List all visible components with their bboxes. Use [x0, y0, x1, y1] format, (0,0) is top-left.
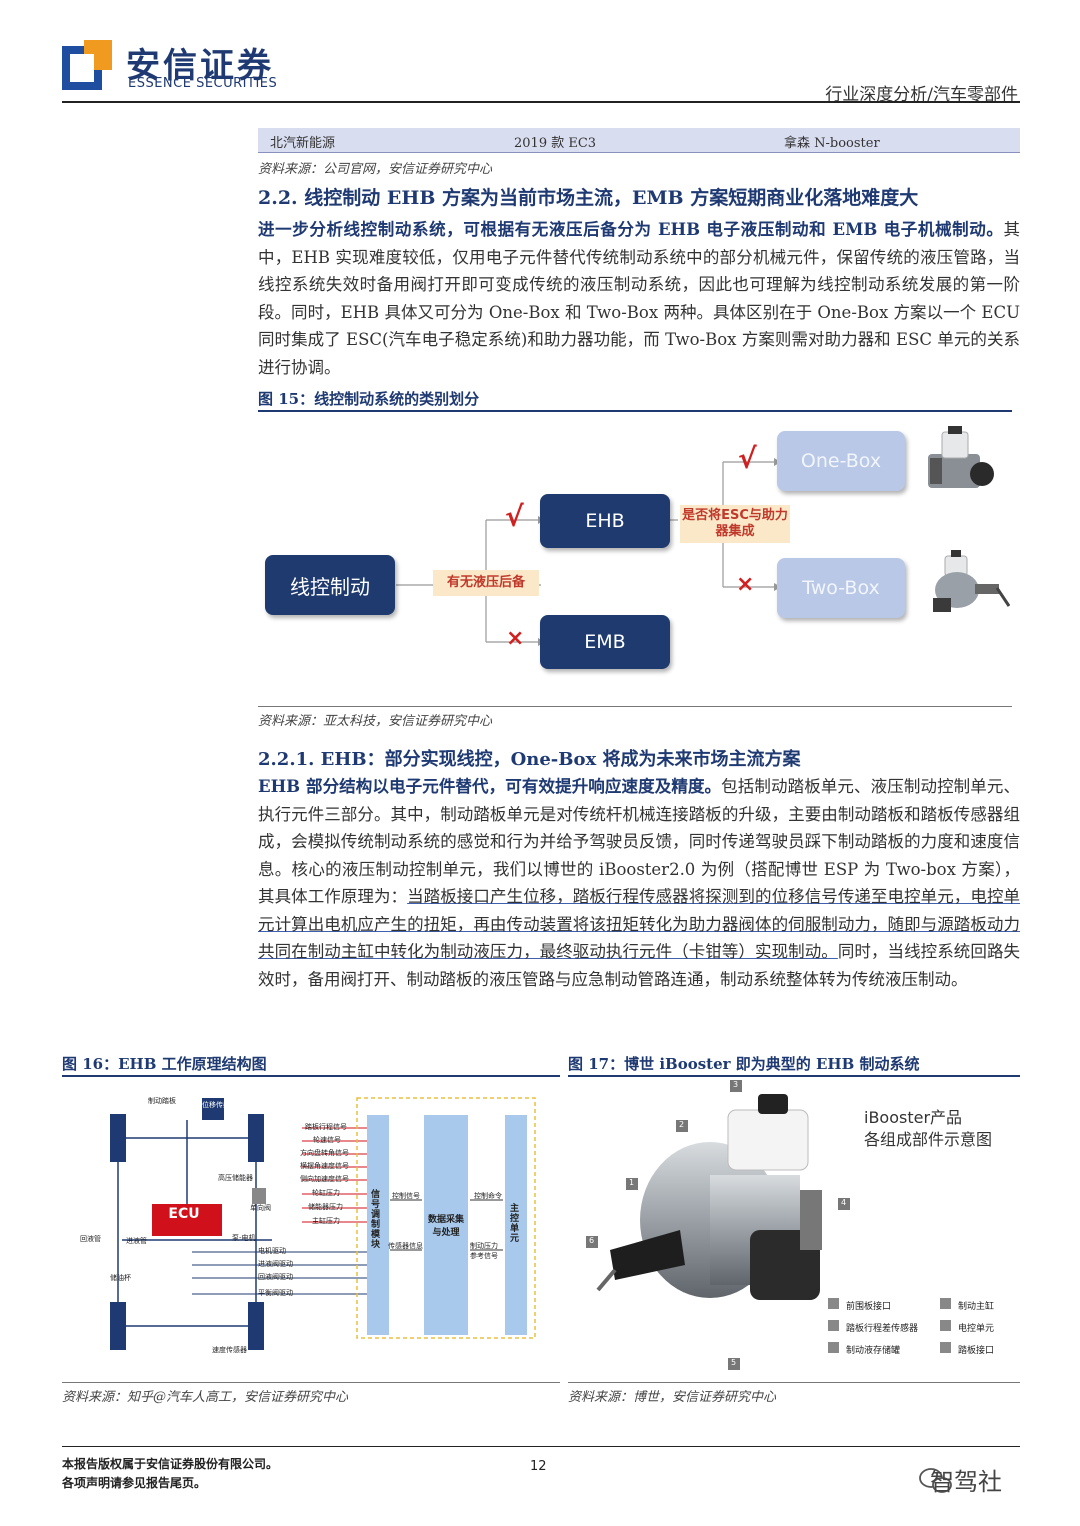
disclaimer-line: 各项声明请参见报告尾页。: [62, 1476, 207, 1490]
flow-label: 控制命令: [474, 1192, 502, 1200]
image-caption: iBooster产品: [864, 1108, 963, 1127]
legend-item: 制动液存储罐: [846, 1346, 901, 1356]
backup-tag: 有无液压后备: [433, 570, 539, 596]
header-divider: [62, 101, 1020, 103]
legend-item: 踏板接口: [958, 1346, 995, 1356]
diagram-label: 制动踏板: [148, 1097, 176, 1105]
figure-rule: [62, 1075, 560, 1077]
table-source: 资料来源：公司官网，安信证券研究中心: [258, 162, 493, 177]
callout-number: 2: [679, 1120, 685, 1129]
signal-label: 踏板行程信号: [305, 1123, 347, 1131]
signal-label: 主缸压力: [312, 1217, 340, 1225]
paragraph-text: 其中，EHB 实现难度较低，仅用电子元件替代传统制动系统中的部分机械元件，保留传…: [258, 220, 1020, 377]
section-title: 2.2. 线控制动 EHB 方案为当前市场主流，EMB 方案短期商业化落地难度大: [258, 187, 919, 209]
ehb-structure-diagram: [110, 1097, 536, 1350]
wechat-icon: [919, 1468, 952, 1493]
diagram-label: 储油杯: [110, 1274, 131, 1282]
figure-rule: [568, 1075, 1020, 1077]
callout-number: 1: [629, 1178, 635, 1187]
cross-icon: ×: [736, 572, 755, 597]
subsection-title: 2.2.1. EHB：部分实现线控，One-Box 将成为未来市场主流方案: [258, 749, 801, 770]
drive-label: 进液阀驱动: [258, 1260, 293, 1268]
signal-label: 横摆角速度信号: [300, 1162, 349, 1170]
copyright-notice: 本报告版权属于安信证券股份有限公司。 各项声明请参见报告尾页。: [62, 1455, 278, 1493]
flow-label: 控制信号: [392, 1192, 420, 1200]
diagram-label: 单向阀: [250, 1204, 271, 1212]
twobox-node: Two-Box: [777, 558, 905, 618]
diagram-label: 位移传感器: [202, 1101, 237, 1109]
legend-item: 电控单元: [958, 1324, 995, 1334]
signal-label: 轮缸压力: [312, 1189, 340, 1197]
figure-source: 资料来源：亚太科技，安信证券研究中心: [258, 714, 493, 729]
table-row: 北汽新能源 2019 款 EC3 拿森 N-booster: [258, 128, 1020, 153]
paragraph-text: 同时，当线控系统回路失效时，备用阀打开、制动踏板的液压管路与应急制动管路连通，制…: [258, 942, 1021, 989]
flow-label: 制动压力参考信号: [470, 1242, 498, 1260]
callout-number: 6: [589, 1236, 595, 1245]
figure-title: 图 16：EHB 工作原理结构图: [62, 1055, 267, 1073]
drive-label: 回液阀驱动: [258, 1273, 293, 1281]
callout-number: 3: [733, 1080, 739, 1089]
paragraph-lead: 进一步分析线控制动系统，可根据有无液压后备分为 EHB 电子液压制动和 EMB …: [258, 220, 1004, 239]
image-caption: 各组成部件示意图: [864, 1130, 993, 1149]
legend-item: 踏板行程差传感器: [846, 1324, 919, 1334]
logo-text: 安信证券: [126, 46, 274, 86]
signal-label: 储能器压力: [308, 1203, 343, 1211]
logo-subtext: ESSENCE SECURITIES: [128, 76, 278, 91]
figure-bottom-rule: [258, 706, 1012, 707]
report-category: 行业深度分析/汽车零部件: [825, 85, 1018, 105]
copyright-line: 本报告版权属于安信证券股份有限公司。: [62, 1457, 279, 1471]
diagram-label: 泵-电机: [232, 1234, 256, 1242]
ecu-label: ECU: [168, 1206, 200, 1222]
cross-icon: ×: [506, 626, 525, 651]
subsection-paragraph: EHB 部分结构以电子元件替代，可有效提升响应速度及精度。包括制动踏板单元、液压…: [258, 773, 1020, 993]
ehb-node: EHB: [540, 494, 670, 548]
figure-source: 资料来源：博世，安信证券研究中心: [568, 1390, 777, 1405]
figure-title: 图 15：线控制动系统的类别划分: [258, 390, 480, 408]
diagram-label: 高压储能器: [218, 1174, 253, 1182]
twobox-product-image: [933, 550, 1010, 612]
check-icon: √: [505, 500, 524, 533]
figure-source: 资料来源：知乎@汽车人高工，安信证券研究中心: [62, 1390, 349, 1405]
drive-label: 平衡阀驱动: [258, 1289, 293, 1297]
legend-item: 前围板接口: [846, 1302, 892, 1312]
figure-bottom-rule: [62, 1382, 560, 1383]
table-cell: 拿森 N-booster: [784, 136, 880, 151]
figure-rule: [258, 410, 1012, 412]
signal-label: 方向盘转角信号: [300, 1149, 349, 1157]
section-paragraph: 进一步分析线控制动系统，可根据有无液压后备分为 EHB 电子液压制动和 EMB …: [258, 216, 1020, 381]
figure-bottom-rule: [568, 1382, 1020, 1383]
paragraph-lead: EHB 部分结构以电子元件替代，可有效提升响应速度及精度。: [258, 777, 722, 796]
module-label: 信号调制模块: [371, 1190, 381, 1250]
page-number: 12: [530, 1459, 547, 1474]
onebox-node: One-Box: [777, 431, 905, 491]
legend-item: 制动主缸: [958, 1302, 995, 1312]
table-cell: 2019 款 EC3: [514, 136, 597, 151]
signal-label: 轮速信号: [313, 1136, 341, 1144]
table-cell: 北汽新能源: [270, 136, 336, 151]
logo-mark-icon: [62, 40, 112, 90]
diagram-label: 回液管: [80, 1235, 101, 1243]
root-node: 线控制动: [265, 555, 395, 615]
callout-number: 5: [731, 1358, 737, 1367]
callout-number: 4: [841, 1198, 847, 1207]
check-icon: √: [738, 442, 757, 475]
onebox-product-image: [928, 426, 994, 488]
figure-title: 图 17：博世 iBooster 即为典型的 EHB 制动系统: [568, 1055, 920, 1073]
integration-tag: 是否将ESC与助力器集成: [680, 505, 790, 543]
module-label: 数据采集与处理: [427, 1215, 464, 1238]
footer-divider: [62, 1446, 1020, 1447]
emb-node: EMB: [540, 615, 670, 669]
diagram-label: 速度传感器: [212, 1346, 247, 1354]
signal-label: 侧向加速度信号: [300, 1175, 349, 1183]
diagram-label: 进液管: [126, 1237, 147, 1245]
underlined-text: 当踏板接口产生位移，踏板行程传感器将探测到的位移信号传递至电控单元，电控单元计算…: [258, 887, 1021, 961]
watermark-text: 智驾社: [930, 1468, 1002, 1496]
drive-label: 电机驱动: [258, 1247, 286, 1255]
paragraph-text: 包括制动踏板单元、液压制动控制单元、执行元件三部分。其中，制动踏板单元是对传统杆…: [258, 777, 1021, 906]
module-label: 主控单元: [510, 1204, 520, 1244]
ibooster-product-image: [586, 1080, 951, 1370]
flow-label: 传感器信息: [388, 1242, 423, 1250]
